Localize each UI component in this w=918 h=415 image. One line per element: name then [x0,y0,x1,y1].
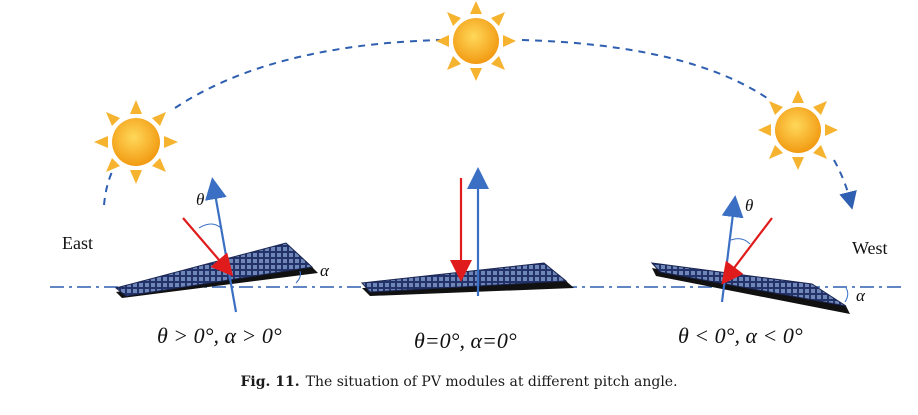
alpha-angle-arc [295,270,301,284]
alpha-angle-arc [844,287,849,303]
condition-left: θ > 0°, α > 0° [157,323,282,348]
theta-angle-arc [198,223,222,229]
theta-angle-arc [730,238,751,245]
alpha-label-left: α [320,261,329,280]
panel-normal-arrow [205,177,238,313]
panel-normal-arrow [720,195,744,303]
figure-number: Fig. 11. [240,374,300,390]
theta-label-right: θ [745,196,754,215]
solar-panel-icon [360,262,574,296]
sun-icon [436,1,516,81]
light-ray-arrow [182,217,234,277]
condition-center: θ=0°, α=0° [414,328,517,353]
theta-label-left: θ [196,190,205,209]
east-label: East [62,233,93,253]
west-label: West [852,238,888,258]
condition-right: θ < 0°, α < 0° [678,323,803,348]
sun-icon [94,100,178,184]
sun-icon [758,90,838,170]
solar-panel-icon [650,262,850,314]
solar-panel-icon [114,242,318,298]
sun-path [103,39,857,210]
figure-caption: Fig. 11. The situation of PV modules at d… [0,374,918,390]
figure-caption-text: The situation of PV modules at different… [305,374,678,390]
light-ray-arrow [721,217,773,285]
alpha-label-right: α [856,286,865,305]
